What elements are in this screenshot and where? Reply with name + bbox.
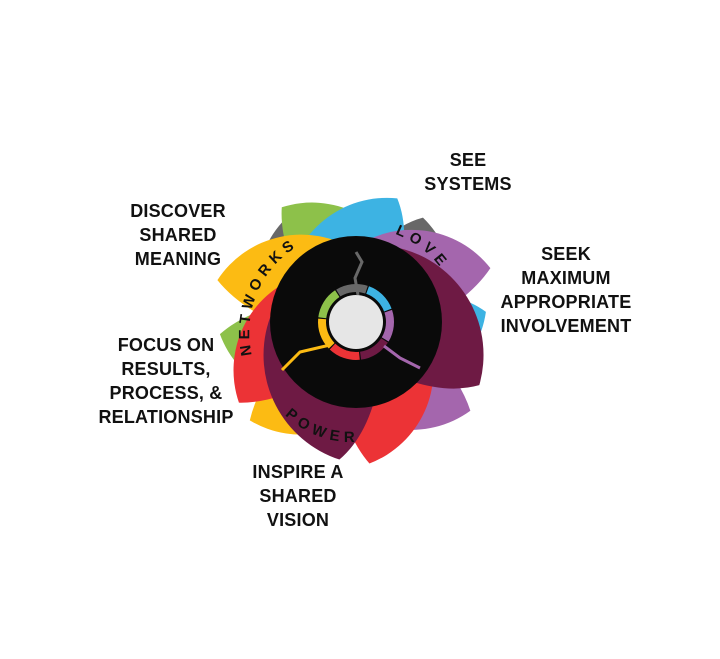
- petal-label-line: RESULTS,: [121, 359, 210, 379]
- hub-segment: [329, 343, 360, 360]
- hub-segment: [318, 318, 335, 349]
- petal-label-line: DESIGN: [257, 80, 327, 100]
- petal-label-line: RELATIONSHIP: [98, 407, 233, 427]
- petal-label-line: SYSTEMS: [424, 174, 511, 194]
- petal-label-line: FACILITATE: [426, 448, 529, 468]
- hub-center-circle: [329, 295, 383, 349]
- hub-segment: [381, 309, 394, 342]
- petal-label-line: PROCESS, &: [109, 383, 222, 403]
- petal-label-line: SHARED: [259, 486, 336, 506]
- hub-segment: [360, 338, 388, 360]
- petal-label-line: SEEK: [541, 244, 591, 264]
- petal-label-line: SEE: [450, 150, 487, 170]
- petal-label-line: PATHWAYS: [242, 104, 341, 124]
- petal-label-discover-meaning: DISCOVER SHARED MEANING: [130, 201, 226, 269]
- petal-label-see-systems: SEE SYSTEMS: [424, 150, 511, 194]
- connector-line-purple: [383, 344, 421, 370]
- petal-label-facilitate-agreement: FACILITATE AGREEMENT: [420, 448, 537, 492]
- center-hub: [270, 236, 442, 408]
- petal-label-line: AGREEMENT: [420, 472, 537, 492]
- petal-label-line: INSPIRE A: [252, 462, 343, 482]
- hub-segment: [366, 286, 392, 312]
- hub-color-ring: [318, 284, 394, 360]
- hub-segment: [336, 284, 368, 297]
- petal-label-line: DISCOVER: [130, 201, 226, 221]
- petal-label-seek-involvement: SEEK MAXIMUM APPROPRIATE INVOLVEMENT: [501, 244, 632, 336]
- petal-label-line: MAXIMUM: [521, 268, 610, 288]
- connector-line-grey: [353, 251, 364, 296]
- petal-labels: DESIGN PATHWAYS TO ACTION SEE SYSTEMS SEEK MAX…: [98, 80, 631, 530]
- petal-label-design-pathways: DESIGN PATHWAYS TO ACTION: [242, 80, 342, 148]
- petal-label-line: APPROPRIATE: [501, 292, 632, 312]
- petal-label-line: INVOLVEMENT: [501, 316, 632, 336]
- petal-label-line: MEANING: [135, 249, 221, 269]
- petal-label-line: FOCUS ON: [118, 335, 215, 355]
- petal-label-line: TO ACTION: [242, 128, 342, 148]
- petal-label-focus-results: FOCUS ON RESULTS, PROCESS, & RELATIONSHIP: [98, 335, 233, 427]
- petal-label-line: SHARED: [139, 225, 216, 245]
- hub-segment: [318, 290, 340, 319]
- petal-label-inspire-vision: INSPIRE A SHARED VISION: [252, 462, 343, 530]
- connector-line-yellow: [280, 343, 331, 372]
- petal-label-line: VISION: [267, 510, 329, 530]
